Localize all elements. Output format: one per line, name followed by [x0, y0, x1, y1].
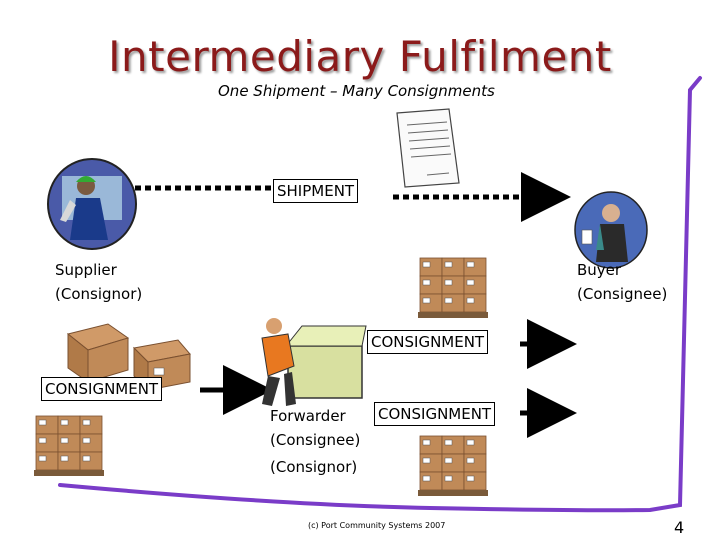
forwarder-person-icon: [261, 318, 367, 406]
buyer-role: (Consignee): [577, 285, 668, 303]
supplier-role: (Consignor): [55, 285, 143, 303]
forwarder-name: Forwarder: [270, 407, 346, 425]
pallet-boxes-icon: [418, 258, 488, 318]
page-title: Intermediary Fulfilment: [108, 32, 612, 81]
buyer-name: Buyer: [577, 261, 622, 279]
forwarder-label: Forwarder (Consignee): [270, 404, 360, 452]
page-number: 4: [674, 518, 685, 537]
pallet-boxes-icon: [418, 436, 488, 496]
supplier-worker-icon: [47, 158, 137, 250]
page-subtitle: One Shipment – Many Consignments: [218, 82, 495, 100]
copyright-footer: (c) Port Community Systems 2007: [308, 521, 446, 530]
document-icon: [396, 108, 460, 188]
pallet-boxes-icon: [34, 416, 104, 476]
supplier-name: Supplier: [55, 261, 117, 279]
purple-accent-line: [58, 76, 702, 513]
shipment-label: SHIPMENT: [273, 179, 359, 203]
consignment-label-from-supplier: CONSIGNMENT: [41, 377, 163, 401]
supplier-label: Supplier (Consignor): [55, 258, 142, 306]
consignment-label-to-buyer: CONSIGNMENT: [367, 330, 489, 354]
consignment-label-from-forwarder: CONSIGNMENT: [374, 402, 496, 426]
buyer-label: Buyer (Consignee): [577, 258, 667, 306]
forwarder-role-consignee: (Consignee): [270, 431, 361, 449]
forwarder-role-consignor: (Consignor): [270, 458, 358, 476]
buyer-person-icon: [574, 191, 648, 269]
